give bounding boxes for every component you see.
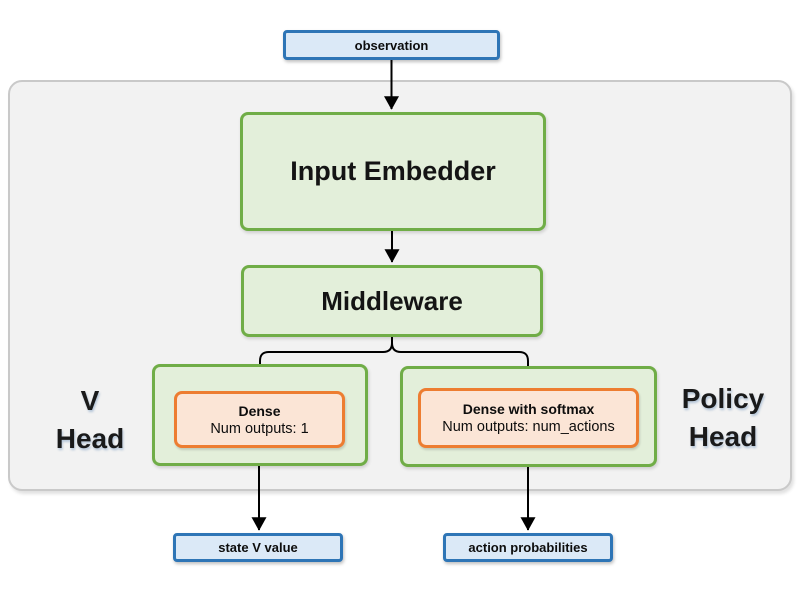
v-head-label-line1: V xyxy=(80,385,100,416)
dense-layer-title: Dense xyxy=(238,402,281,419)
node-middleware: Middleware xyxy=(241,265,543,337)
node-input-embedder-label: Input Embedder xyxy=(290,156,496,186)
dense-layer-subtitle: Num outputs: 1 xyxy=(210,420,309,437)
policy-head-label-line1: Policy xyxy=(681,383,765,414)
node-state-v-value-label: state V value xyxy=(218,540,298,555)
node-middleware-label: Middleware xyxy=(321,285,463,316)
node-input-embedder: Input Embedder xyxy=(240,112,546,231)
node-dense-layer: Dense Num outputs: 1 xyxy=(174,391,345,448)
dense-softmax-layer-subtitle: Num outputs: num_actions xyxy=(442,419,615,435)
policy-head-label: Policy Head xyxy=(658,380,788,456)
node-action-probabilities: action probabilities xyxy=(443,533,613,562)
v-head-label: V Head xyxy=(25,382,155,458)
policy-head-label-line2: Head xyxy=(688,421,758,452)
dense-softmax-layer-title: Dense with softmax xyxy=(462,401,595,417)
node-observation: observation xyxy=(283,30,500,60)
node-action-probabilities-label: action probabilities xyxy=(468,540,588,555)
node-dense-softmax-layer: Dense with softmax Num outputs: num_acti… xyxy=(418,388,639,448)
node-observation-label: observation xyxy=(354,37,429,53)
v-head-label-line2: Head xyxy=(55,423,125,454)
node-state-v-value: state V value xyxy=(173,533,343,562)
